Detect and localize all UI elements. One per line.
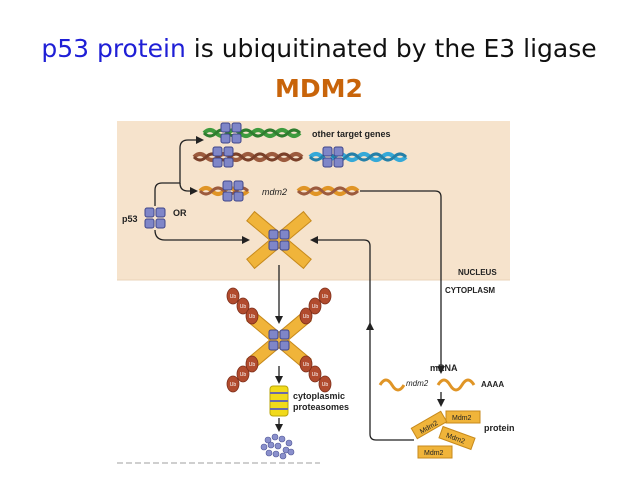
ubiquitin-label: Ub bbox=[312, 304, 319, 310]
arrow-p53-to-mdm2-gene bbox=[179, 182, 198, 195]
label-or: OR bbox=[173, 208, 187, 218]
ubiquitin-label: Ub bbox=[322, 294, 329, 300]
slide-title: p53 protein is ubiquitinated by the E3 l… bbox=[0, 34, 638, 63]
label-mrna: mRNA bbox=[430, 363, 458, 373]
ubiquitin-chain bbox=[226, 287, 332, 393]
label-p53: p53 bbox=[122, 214, 138, 224]
label-proteasomes-line1: cytoplasmic bbox=[293, 391, 345, 401]
arrow-p53-to-complex bbox=[154, 229, 250, 244]
label-nucleus: NUCLEUS bbox=[458, 268, 497, 277]
mdm2-protein-label: Mdm2 bbox=[424, 450, 444, 457]
proteasome-icon bbox=[269, 385, 289, 417]
ubiquitin-label: Ub bbox=[303, 362, 310, 368]
label-protein: protein bbox=[484, 423, 515, 433]
ubiquitin-label: Ub bbox=[240, 304, 247, 310]
ubiquitin-label: Ub bbox=[249, 362, 256, 368]
ubiquitin-label: Ub bbox=[249, 314, 256, 320]
ubiquitin-label: Ub bbox=[230, 294, 237, 300]
mdm2-protein-icon bbox=[410, 410, 481, 459]
arrow-transcription bbox=[360, 190, 445, 374]
dna-other-target-gene-1 bbox=[202, 128, 302, 138]
label-proteasomes-line2: proteasomes bbox=[293, 402, 349, 412]
mdm2-p53-complex bbox=[246, 210, 312, 270]
title-rest: is ubiquitinated by the E3 ligase bbox=[185, 34, 597, 63]
ubiquitin-label: Ub bbox=[303, 314, 310, 320]
ubiquitin-label: Ub bbox=[230, 382, 237, 388]
mdm2-protein-label: Mdm2 bbox=[452, 415, 472, 422]
title-mdm2: MDM2 bbox=[275, 74, 363, 103]
title-p53-protein: p53 protein bbox=[41, 34, 186, 63]
ubiquitin-label: Ub bbox=[240, 372, 247, 378]
label-other-target-genes: other target genes bbox=[312, 129, 391, 139]
mrna-strand bbox=[378, 378, 476, 392]
arrow-mdm2-feedback bbox=[310, 236, 414, 441]
arrowhead-up-icon bbox=[366, 322, 374, 330]
label-mrna-gene: mdm2 bbox=[406, 379, 429, 388]
degraded-peptides-icon bbox=[260, 433, 295, 460]
label-mdm2-gene: mdm2 bbox=[262, 187, 287, 197]
ubiquitin-label: Ub bbox=[312, 372, 319, 378]
label-cytoplasm: CYTOPLASM bbox=[445, 286, 495, 295]
dna-other-target-gene-2 bbox=[192, 152, 304, 162]
ubiquitin-label: Ub bbox=[322, 382, 329, 388]
label-polya-tail: AAAA bbox=[481, 380, 504, 389]
nucleus-region bbox=[117, 121, 510, 280]
